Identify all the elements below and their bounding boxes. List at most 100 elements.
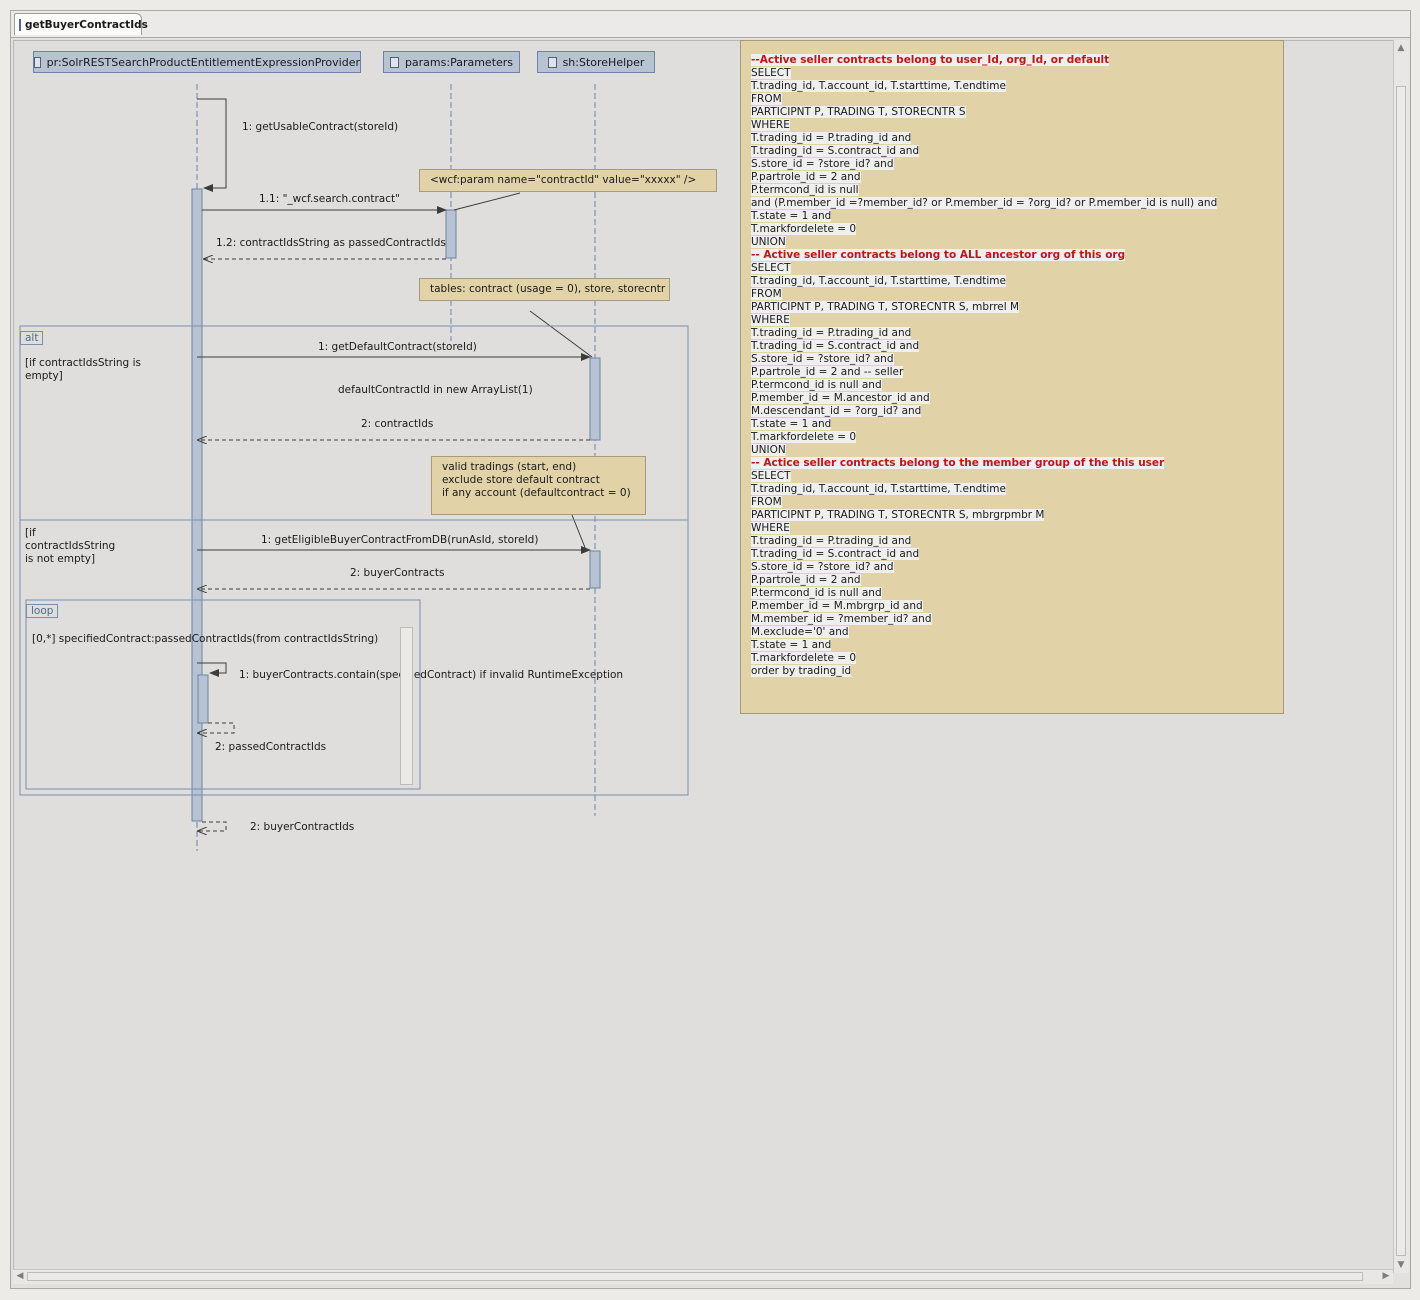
sequence-diagram-svg	[19, 84, 689, 851]
alt1-note-label: defaultContractId in new ArrayList(1)	[338, 384, 533, 396]
sql-code-line: T.trading_id, T.account_id, T.starttime,…	[751, 80, 1006, 92]
alt-fragment	[19, 325, 689, 796]
scroll-up-icon[interactable]: ▲	[1397, 43, 1405, 53]
final-ret-label[interactable]: 2: buyerContractIds	[250, 821, 355, 833]
sql-code-line: WHERE	[751, 119, 790, 131]
sql-code-line: P.member_id = M.ancestor_id and	[751, 392, 930, 404]
sql-code-line: SELECT	[751, 262, 791, 274]
lifeline-pr-label: pr:SolrRESTSearchProductEntitlementExpre…	[46, 55, 360, 69]
note-param[interactable]: <wcf:param name="contractId" value="xxxx…	[419, 169, 717, 192]
horizontal-scrollbar[interactable]: ◀ ▶	[13, 1269, 1393, 1284]
sql-code-line: P.partrole_id = 2 and	[751, 574, 861, 586]
sql-code-line: PARTICIPNT P, TRADING T, STORECNTR S, mb…	[751, 509, 1045, 521]
sql-code-line: WHERE	[751, 522, 790, 534]
loop-call-arrow	[197, 662, 227, 677]
sql-code-line: M.exclude='0' and	[751, 626, 849, 638]
note-valid-connector	[571, 514, 587, 551]
note-tables-text: tables: contract (usage = 0), store, sto…	[430, 283, 666, 295]
horizontal-scroll-thumb[interactable]	[27, 1272, 1363, 1281]
alt-guard-2-line: is not empty]	[25, 553, 96, 565]
sql-code-line: FROM	[751, 496, 782, 508]
sql-code-line: T.trading_id = P.trading_id and	[751, 327, 912, 339]
alt1-call-label[interactable]: 1: getDefaultContract(storeId)	[318, 341, 477, 353]
sql-code-line: T.markfordelete = 0	[751, 652, 857, 664]
loop-ret-label[interactable]: 2: passedContractIds	[215, 741, 327, 753]
sql-code-line: P.member_id = M.mbrgrp_id and	[751, 600, 923, 612]
class-icon	[389, 56, 399, 68]
sql-note[interactable]: --Active seller contracts belong to user…	[740, 40, 1284, 714]
lifeline-sh-label: sh:StoreHelper	[562, 55, 645, 69]
sql-code-line: T.state = 1 and	[751, 210, 832, 222]
msg-1-label[interactable]: 1: getUsableContract(storeId)	[242, 121, 399, 133]
scroll-left-icon[interactable]: ◀	[16, 1271, 24, 1281]
tab-getbuyercontractids[interactable]: getBuyerContractIds	[14, 13, 148, 35]
diagram-icon	[19, 18, 21, 31]
activation-sh-1	[589, 357, 601, 441]
sql-code-line: T.state = 1 and	[751, 639, 832, 651]
alt2-ret-label[interactable]: 2: buyerContracts	[350, 567, 445, 579]
sql-code-line: T.state = 1 and	[751, 418, 832, 430]
sql-comment-line: -- Actice seller contracts belong to the…	[751, 457, 1165, 469]
sql-code-line: UNION	[751, 444, 786, 456]
activation-sh-2	[589, 550, 601, 589]
loop-call-label[interactable]: 1: buyerContracts.contain(specifiedContr…	[239, 669, 624, 681]
class-icon	[547, 56, 557, 68]
class-icon	[34, 56, 41, 68]
alt-guard-1-line: empty]	[25, 370, 63, 382]
vertical-scroll-thumb[interactable]	[1396, 86, 1406, 1256]
sql-code-line: FROM	[751, 288, 782, 300]
lifeline-params[interactable]: params:Parameters	[383, 51, 520, 73]
loop-ret-arrow	[198, 722, 235, 733]
loop-guard-scrollbar[interactable]	[400, 627, 413, 785]
tab-bar: getBuyerContractIds	[11, 11, 1410, 38]
vertical-scrollbar[interactable]: ▲ ▼	[1393, 40, 1409, 1273]
sql-code-line: UNION	[751, 236, 786, 248]
activation-params	[445, 209, 457, 259]
activation-pr	[191, 188, 203, 822]
scroll-right-icon[interactable]: ▶	[1382, 1271, 1390, 1281]
sql-code-line: T.markfordelete = 0	[751, 223, 857, 235]
alt-guard-2: [if contractIdsString is not empty]	[25, 527, 115, 566]
sql-code-line: M.member_id = ?member_id? and	[751, 613, 932, 625]
sql-code-line: PARTICIPNT P, TRADING T, STORECNTR S, mb…	[751, 301, 1020, 313]
sql-code-line: S.store_id = ?store_id? and	[751, 353, 894, 365]
note-tables[interactable]: tables: contract (usage = 0), store, sto…	[419, 278, 670, 301]
alt1-ret-label[interactable]: 2: contractIds	[361, 418, 434, 430]
note-valid-line: valid tradings (start, end)	[442, 461, 577, 473]
msg-1-1-label[interactable]: 1.1: "_wcf.search.contract"	[259, 193, 400, 205]
sql-code-line: FROM	[751, 93, 782, 105]
sql-code-line: PARTICIPNT P, TRADING T, STORECNTR S	[751, 106, 966, 118]
sql-code-line: T.trading_id = S.contract_id and	[751, 548, 920, 560]
diagram-editor: getBuyerContractIds	[10, 10, 1411, 1289]
sql-code-line: P.termcond_id is null and	[751, 379, 882, 391]
sql-comment-line: --Active seller contracts belong to user…	[751, 54, 1110, 66]
sql-code-line: P.termcond_id is null	[751, 184, 859, 196]
lifeline-pr[interactable]: pr:SolrRESTSearchProductEntitlementExpre…	[33, 51, 361, 73]
sql-code-line: S.store_id = ?store_id? and	[751, 561, 894, 573]
note-param-text: <wcf:param name="contractId" value="xxxx…	[430, 174, 697, 186]
note-valid-line: if any account (defaultcontract = 0)	[442, 487, 631, 499]
sql-code-line: T.trading_id, T.account_id, T.starttime,…	[751, 275, 1006, 287]
self-call-arrow	[197, 98, 227, 192]
scroll-down-icon[interactable]: ▼	[1397, 1260, 1405, 1270]
lifeline-sh[interactable]: sh:StoreHelper	[537, 51, 655, 73]
sql-comment-line: -- Active seller contracts belong to ALL…	[751, 249, 1126, 261]
alt-guard-1: [if contractIdsString is empty]	[25, 357, 141, 383]
alt2-call-label[interactable]: 1: getEligibleBuyerContractFromDB(runAsI…	[261, 534, 539, 546]
msg-1-2-label[interactable]: 1.2: contractIdsString as passedContract…	[216, 237, 446, 249]
sql-code-line: and (P.member_id =?member_id? or P.membe…	[751, 197, 1218, 209]
sql-code-line: SELECT	[751, 470, 791, 482]
note-tables-connector	[529, 310, 593, 358]
sql-code-line: M.descendant_id = ?org_id? and	[751, 405, 922, 417]
sql-code-line: P.partrole_id = 2 and -- seller	[751, 366, 904, 378]
sql-code-line: P.termcond_id is null and	[751, 587, 882, 599]
sql-code-line: S.store_id = ?store_id? and	[751, 158, 894, 170]
note-valid[interactable]: valid tradings (start, end) exclude stor…	[431, 456, 646, 515]
loop-guard-label: [0,*] specifiedContract:passedContractId…	[32, 633, 379, 645]
sql-code-line: WHERE	[751, 314, 790, 326]
alt-label: alt	[20, 331, 44, 345]
sql-code-line: T.markfordelete = 0	[751, 431, 857, 443]
alt-guard-1-line: [if contractIdsString is	[25, 357, 141, 369]
tab-title: getBuyerContractIds	[25, 18, 148, 31]
loop-fragment	[25, 599, 421, 790]
